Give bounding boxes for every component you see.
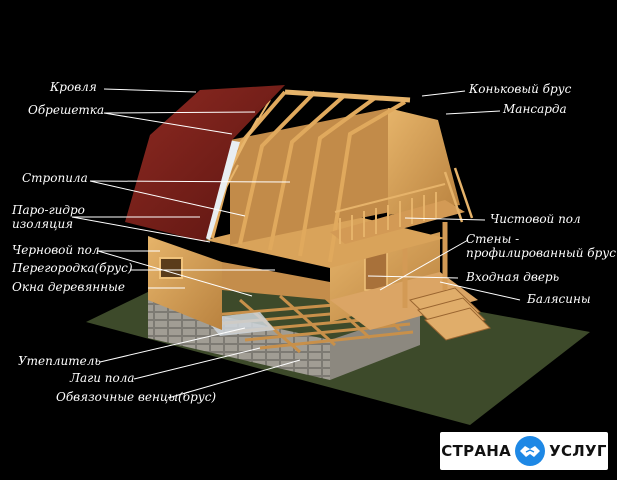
label-roofing: Кровля <box>50 80 97 94</box>
wooden-window <box>159 257 183 279</box>
attic-gable <box>388 108 460 215</box>
label-subfloor: Черновой пол <box>12 243 100 257</box>
strana-uslug-logo: СТРАНА УСЛУГ <box>440 432 608 470</box>
label-windows: Окна деревянные <box>12 280 125 294</box>
roof-covering <box>125 85 285 242</box>
label-walls-line1: Стены - <box>466 232 520 246</box>
porch-stairs <box>409 287 491 341</box>
ground-floor-back-wall <box>222 262 330 300</box>
ridge-beam <box>284 89 411 103</box>
label-attic: Мансарда <box>503 102 567 116</box>
foundation <box>148 300 330 380</box>
label-finish-floor: Чистовой пол <box>490 212 581 226</box>
gable-ladder <box>443 167 474 223</box>
insulation <box>205 312 275 336</box>
label-vapor-barrier-line1: Паро-гидро <box>12 203 85 217</box>
handshake-icon <box>515 436 546 466</box>
rafters <box>210 90 407 263</box>
label-walls: Стены - профилированный брус <box>466 232 616 261</box>
label-balusters: Балясины <box>527 292 591 306</box>
label-walls-line2: профилированный брус <box>466 245 616 260</box>
label-vapor-barrier: Паро-гидро изоляция <box>12 203 85 232</box>
leader-lines <box>71 88 521 399</box>
label-entry-door: Входная дверь <box>466 270 560 284</box>
label-sill-beams: Обвязочные венцы(брус) <box>56 390 217 404</box>
logo-left-word: СТРАНА <box>441 442 512 460</box>
logo-right-word: УСЛУГ <box>549 442 607 460</box>
label-lathing: Обрешетка <box>28 103 105 117</box>
label-floor-joists: Лаги пола <box>70 371 135 385</box>
balusters <box>334 183 446 244</box>
label-partition: Перегородка(брус) <box>12 261 133 275</box>
label-rafters: Стропила <box>22 171 88 185</box>
label-insulation: Утеплитель <box>18 354 101 368</box>
label-ridge-beam: Коньковый брус <box>469 82 572 96</box>
label-vapor-barrier-line2: изоляция <box>12 216 74 231</box>
